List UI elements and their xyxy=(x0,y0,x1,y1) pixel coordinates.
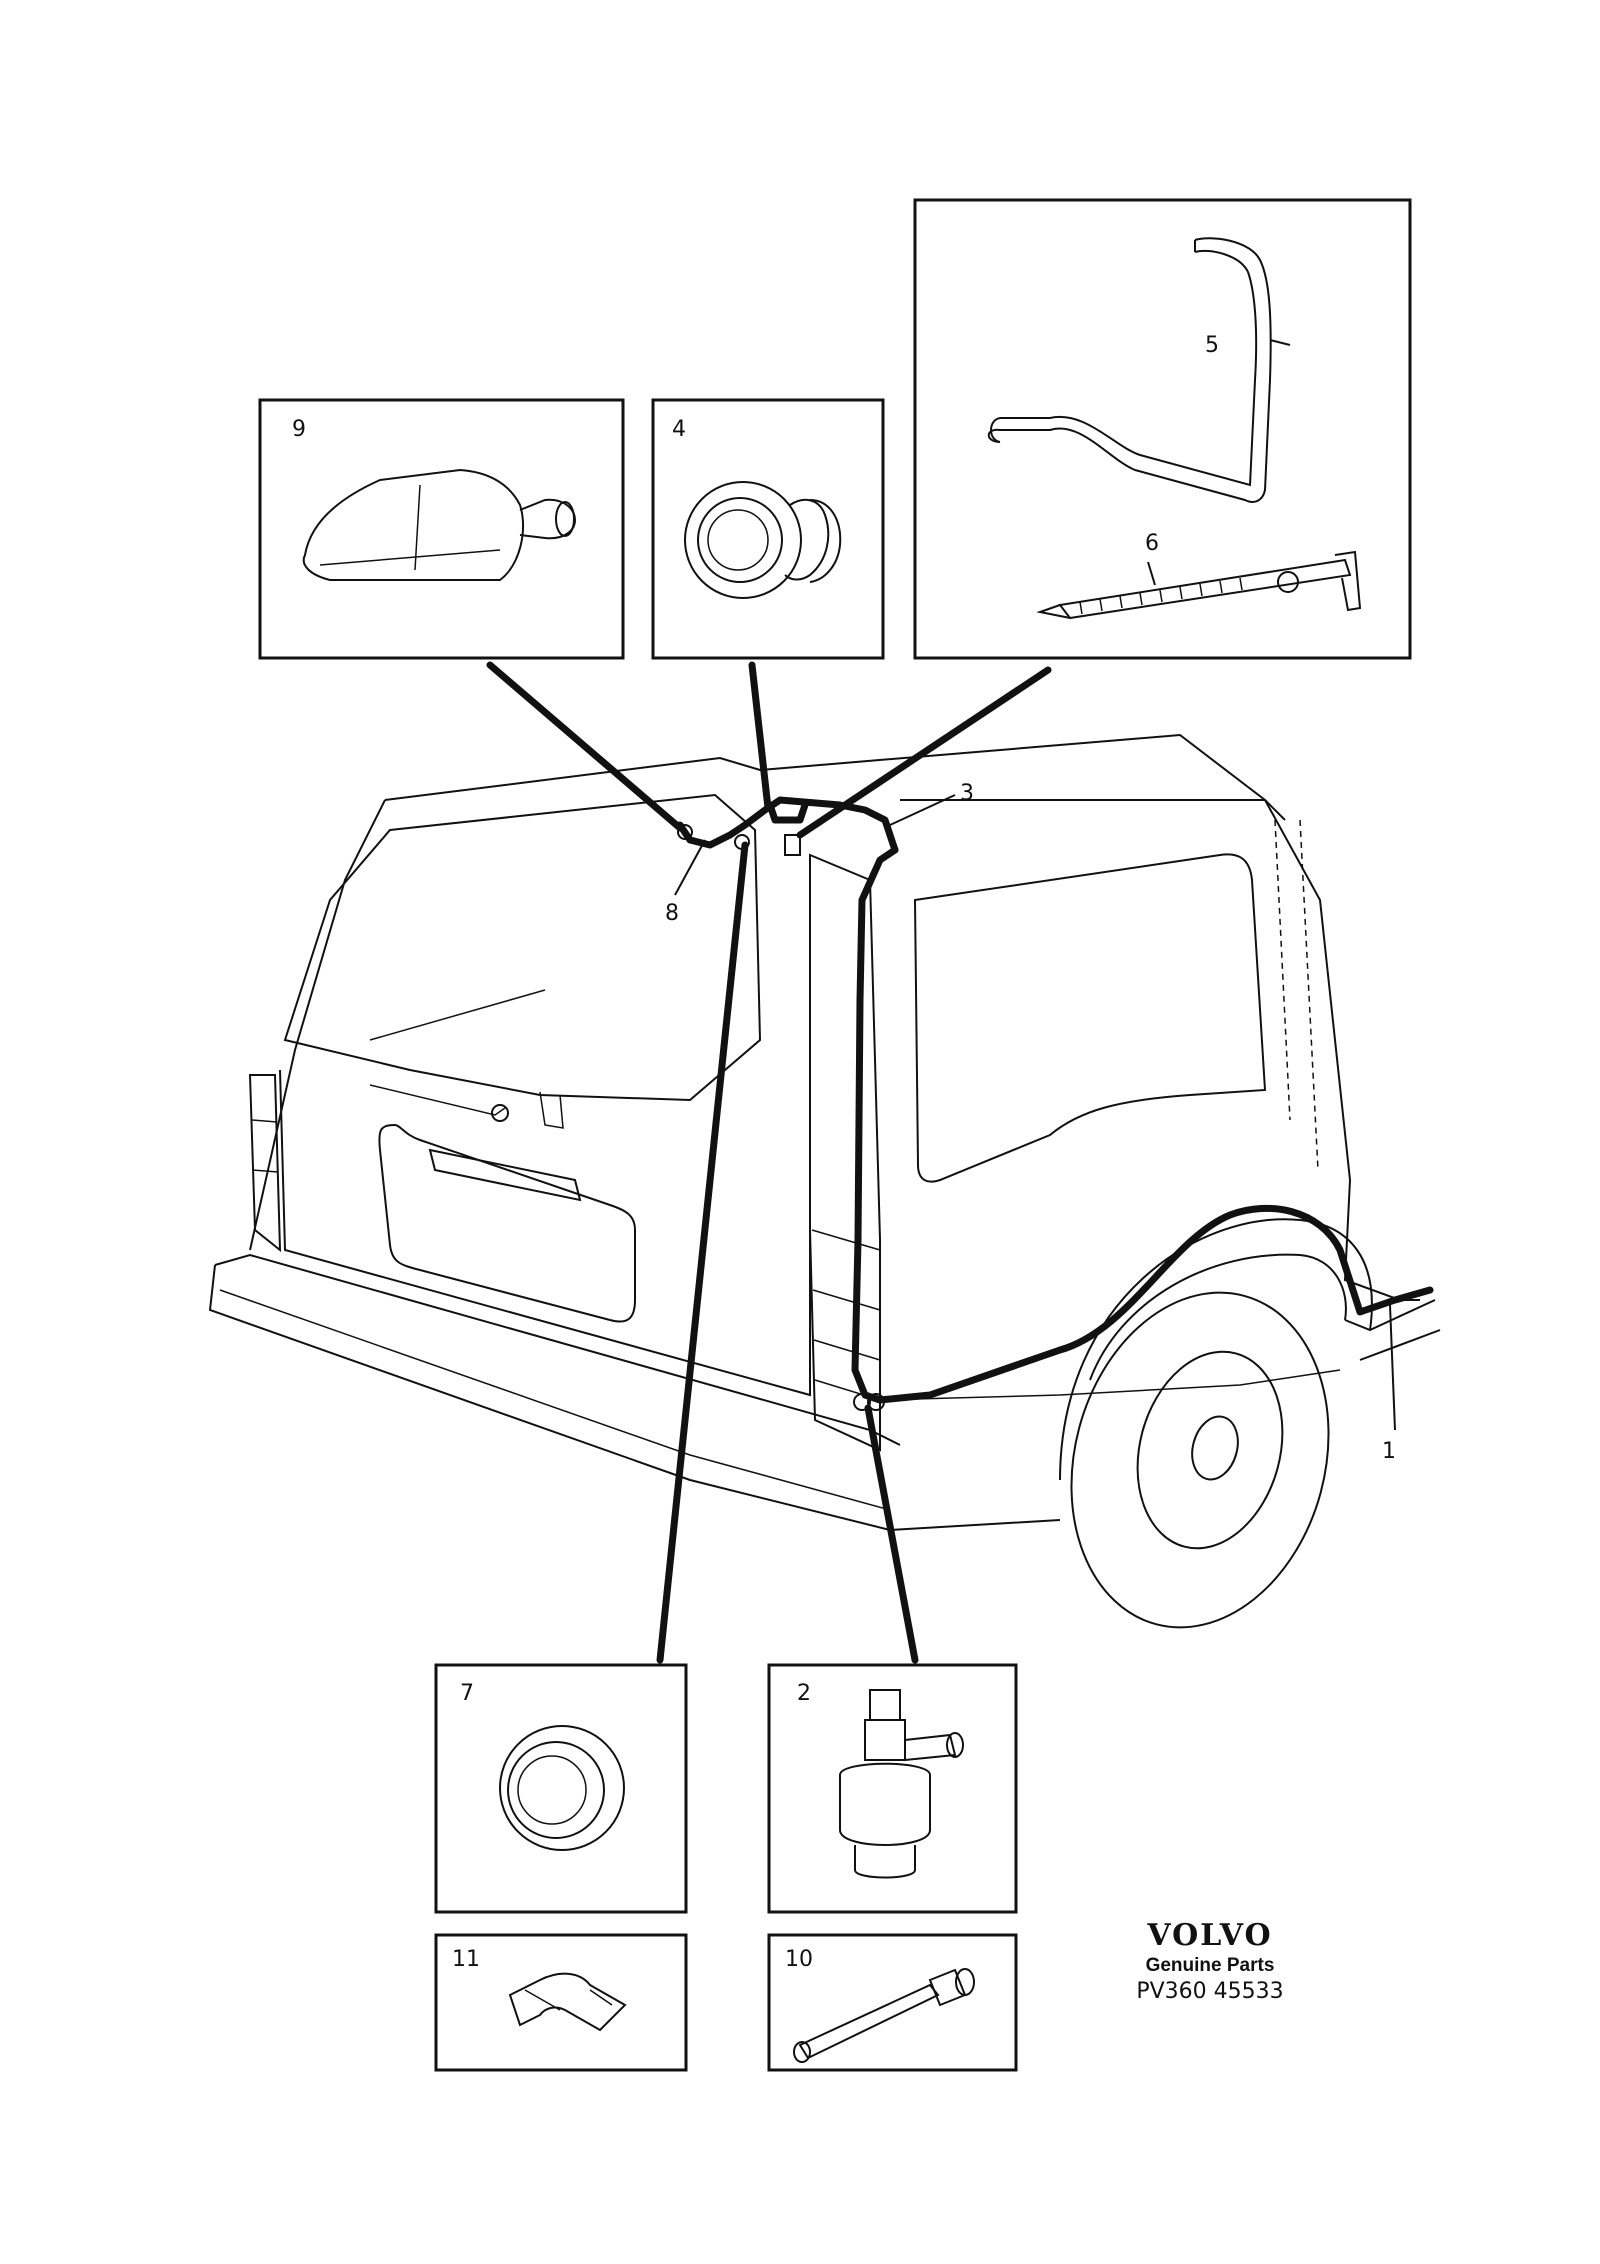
part-label-2: 2 xyxy=(797,1681,811,1706)
leader-lines xyxy=(486,339,1396,1664)
detail-box-11 xyxy=(434,1933,688,2072)
volvo-logo: VOLVO xyxy=(1147,1918,1273,1953)
vehicle-illustration xyxy=(208,733,1441,1629)
part-label-6: 6 xyxy=(1145,531,1159,556)
part-label-3: 3 xyxy=(960,781,974,806)
part-label-11: 11 xyxy=(452,1947,480,1972)
part-label-1: 1 xyxy=(1382,1439,1396,1464)
part-label-5: 5 xyxy=(1205,333,1219,358)
part-labels: 9 4 5 6 3 8 1 7 2 11 10 xyxy=(292,333,1396,1972)
diagram-reference: PV360 45533 xyxy=(1136,1979,1284,2004)
part-label-4: 4 xyxy=(672,417,686,442)
part-label-9: 9 xyxy=(292,417,306,442)
detail-box-9 xyxy=(258,398,625,660)
detail-box-2 xyxy=(767,1663,1018,1914)
part-label-7: 7 xyxy=(460,1681,474,1706)
brand-block: VOLVO Genuine Parts PV360 45533 xyxy=(1090,1918,1330,2004)
detail-box-4 xyxy=(651,398,885,660)
detail-box-10 xyxy=(767,1933,1018,2072)
brand-subtitle: Genuine Parts xyxy=(1145,1955,1275,1976)
part-label-10: 10 xyxy=(785,1947,813,1972)
detail-box-7 xyxy=(434,1663,688,1914)
detail-box-5-6 xyxy=(913,198,1412,660)
part-label-8: 8 xyxy=(665,901,679,926)
